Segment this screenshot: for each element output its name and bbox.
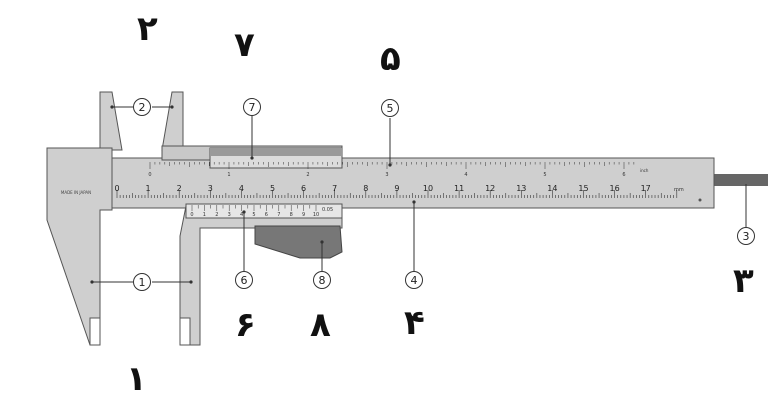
- marker-1: 1: [133, 273, 151, 291]
- mm-unit: mm: [674, 187, 684, 193]
- part-label-2: ٢: [137, 9, 158, 49]
- marker-5: 5: [381, 99, 399, 117]
- inch-tick-label: 5: [543, 172, 546, 178]
- cm-tick-label: 11: [454, 184, 464, 193]
- cm-tick-label: 4: [239, 184, 244, 193]
- cm-tick-label: 2: [177, 184, 182, 193]
- vernier-resolution: 0.05: [322, 207, 333, 213]
- part-label-4: ۴: [404, 303, 425, 343]
- marker-6: 6: [235, 271, 253, 289]
- inch-tick-label: 6: [622, 172, 625, 178]
- svg-text:2: 2: [139, 101, 146, 114]
- vernier-tick-label: 8: [290, 212, 293, 218]
- inch-tick-label: 2: [306, 172, 309, 178]
- sliding-jaw-tip: [179, 317, 191, 346]
- inch-tick-label: 3: [385, 172, 388, 178]
- cm-tick-label: 0: [114, 184, 119, 193]
- vernier-tick-label: 10: [313, 212, 319, 218]
- inch-tick-label: 1: [227, 172, 230, 178]
- vernier-scale: 0 1 2 3 4 5 6 7 8 9 10: [190, 205, 319, 218]
- cm-tick-label: 7: [332, 184, 337, 193]
- beam-rivet: [698, 198, 702, 202]
- svg-text:4: 4: [411, 274, 418, 287]
- brand-text: MADE IN JAPAN: [61, 190, 91, 195]
- depth-rod: [712, 174, 768, 186]
- marker-3: 3: [737, 227, 755, 245]
- vernier-tick-label: 3: [228, 212, 231, 218]
- cm-tick-label: 17: [641, 184, 651, 193]
- marker-8: 8: [313, 271, 331, 289]
- cm-tick-label: 16: [610, 184, 620, 193]
- marker-7: 7: [243, 98, 261, 116]
- callout-dots: [90, 105, 416, 284]
- thumb-lock: [254, 225, 343, 259]
- fixed-jaw-tip: [89, 317, 101, 346]
- part-label-7: ٧: [234, 25, 255, 65]
- cm-tick-label: 5: [270, 184, 275, 193]
- cm-tick-label: 8: [363, 184, 368, 193]
- fixed-inside-jaw: [99, 91, 123, 151]
- part-label-1: ١: [126, 359, 147, 399]
- vernier-plate: [185, 203, 343, 219]
- vernier-tick-label: 9: [302, 212, 305, 218]
- vernier-tick-label: 2: [215, 212, 218, 218]
- cm-tick-label: 10: [423, 184, 433, 193]
- cm-tick-label: 6: [301, 184, 306, 193]
- fixed-jaw: [46, 147, 113, 346]
- vernier-tick-label: 6: [265, 212, 268, 218]
- part-label-6: ۶: [235, 305, 256, 345]
- cm-tick-label: 14: [547, 184, 557, 193]
- slider-upper-dark: [210, 148, 342, 156]
- sliding-inside-jaw: [161, 91, 184, 151]
- marker-4: 4: [405, 271, 423, 289]
- svg-text:6: 6: [241, 274, 248, 287]
- part-label-3: ٣: [733, 261, 754, 301]
- cm-tick-label: 3: [208, 184, 213, 193]
- cm-tick-label: 12: [485, 184, 495, 193]
- inch-unit: inch: [640, 168, 649, 173]
- svg-text:7: 7: [249, 101, 256, 114]
- cm-tick-label: 13: [516, 184, 526, 193]
- vernier-tick-label: 5: [252, 212, 255, 218]
- svg-text:3: 3: [743, 230, 750, 243]
- svg-text:1: 1: [139, 276, 146, 289]
- inch-tick-label: 4: [464, 172, 467, 178]
- part-label-8: ٨: [310, 305, 331, 345]
- vernier-tick-label: 1: [203, 212, 206, 218]
- callout-lines: [92, 106, 747, 283]
- cm-tick-label: 9: [394, 184, 399, 193]
- part-label-5: ۵: [380, 39, 401, 79]
- svg-text:8: 8: [319, 274, 326, 287]
- inch-tick-label: 0: [148, 172, 151, 178]
- main-beam: [111, 157, 715, 209]
- svg-text:5: 5: [387, 102, 394, 115]
- vernier-tick-label: 4: [240, 212, 243, 218]
- inch-scale: 0 1 2 3 4 5 6: [148, 162, 635, 178]
- vernier-tick-label: 0: [190, 212, 193, 218]
- vernier-tick-label: 7: [277, 212, 280, 218]
- cm-tick-label: 15: [578, 184, 588, 193]
- marker-2: 2: [133, 98, 151, 116]
- cm-tick-label: 1: [146, 184, 151, 193]
